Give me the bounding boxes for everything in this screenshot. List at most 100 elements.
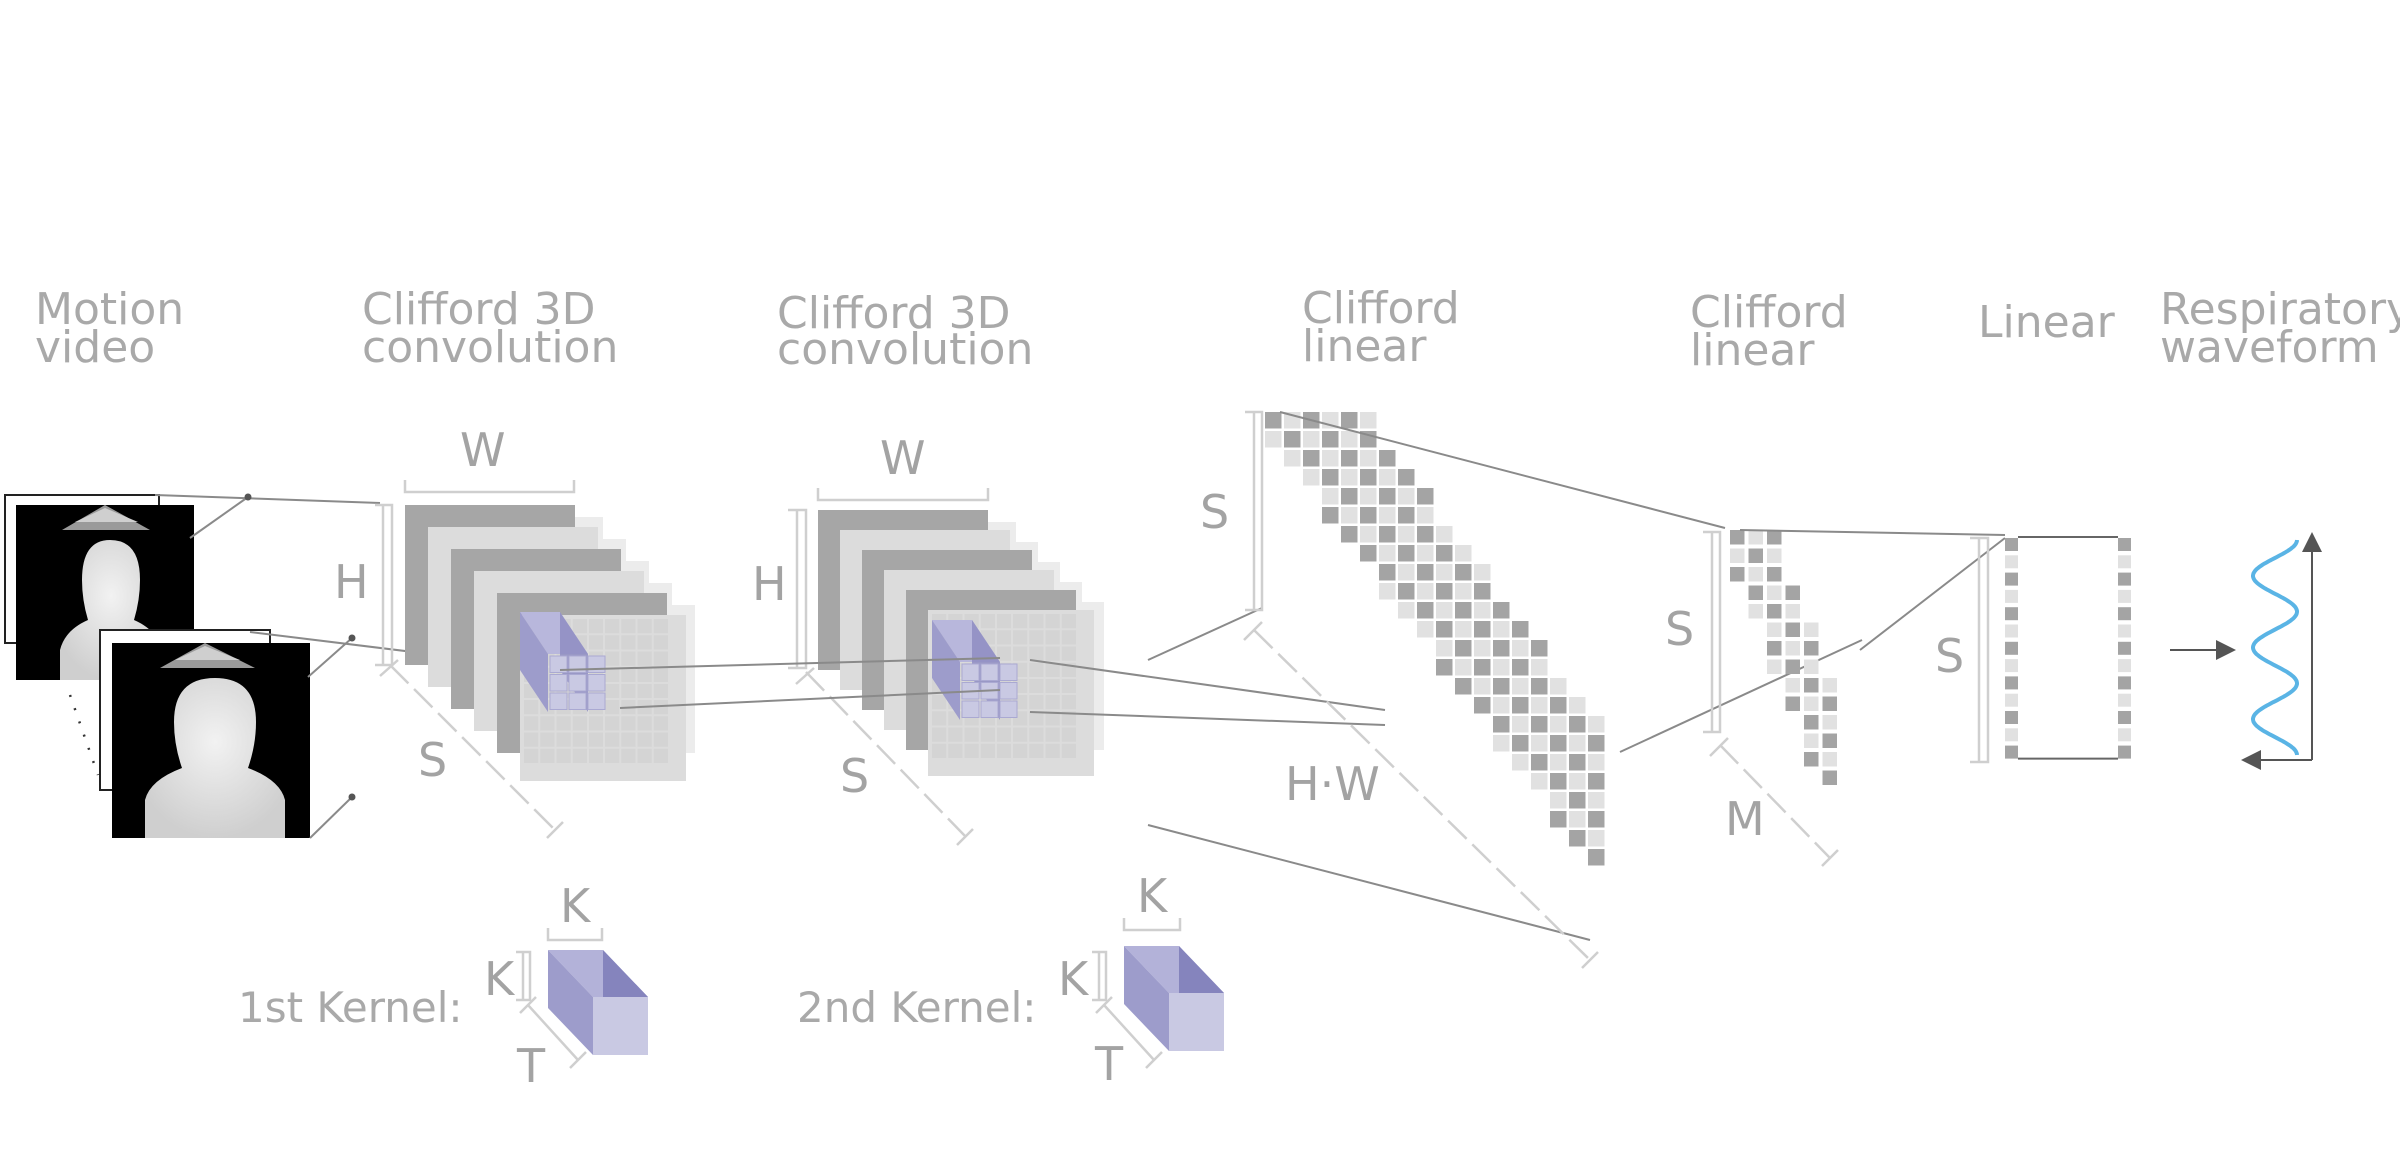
lin1-cell <box>1512 754 1529 771</box>
linear3-left-cell <box>2005 659 2018 673</box>
lin1-cell <box>1360 488 1377 505</box>
lin2-cell <box>1822 715 1837 730</box>
conv2-grid-cell <box>1029 695 1044 710</box>
kernel-2-label: 2nd Kernel: <box>797 983 1036 1032</box>
lin1-cell <box>1550 716 1567 733</box>
title-conv1: Clifford 3D convolution <box>362 284 618 373</box>
lin1-cell <box>1531 735 1548 752</box>
lin1-cell <box>1436 545 1453 562</box>
lin1-cell <box>1474 640 1491 657</box>
lin1-cell <box>1512 716 1529 733</box>
linear3-left-cell <box>2005 589 2018 603</box>
conv1-kernel-cell <box>568 674 587 692</box>
conv2-grid-cell <box>964 727 979 742</box>
title-linear2-line1: Clifford <box>1690 287 1848 338</box>
lin1-cell <box>1474 659 1491 676</box>
conv1-grid-cell <box>653 651 668 666</box>
kernel-2-t-bracket <box>1095 996 1163 1069</box>
conv1-grid-cell <box>653 716 668 731</box>
conv2-grid-cell <box>1045 662 1060 677</box>
conv1-grid-cell <box>637 667 652 682</box>
conv2-grid-cell <box>1013 614 1028 629</box>
conv1-grid-cell <box>572 619 587 634</box>
conv2-grid-cell <box>932 711 947 726</box>
lin1-cell <box>1531 678 1548 695</box>
lin1-cell <box>1569 697 1586 714</box>
connectors-linear1-to-linear2 <box>1279 411 1863 753</box>
lin1-cell <box>1303 431 1320 448</box>
conv2-grid-cell <box>996 614 1012 629</box>
lin1-cell <box>1531 659 1548 676</box>
conv2-h-bracket <box>788 508 808 670</box>
conv1-grid-cell <box>621 748 636 763</box>
linear1-s-label: S <box>1200 485 1229 539</box>
kernel-1-t-bracket <box>519 996 587 1069</box>
lin2-cell <box>1730 567 1745 582</box>
lin1-cell <box>1436 583 1453 600</box>
linear3-right-cell <box>2118 711 2131 724</box>
lin1-cell <box>1417 583 1434 600</box>
conv1-kernel-cell <box>549 655 568 673</box>
lin1-cell <box>1379 488 1396 505</box>
title-linear3: Linear <box>1978 297 2116 348</box>
lin1-cell <box>1512 735 1529 752</box>
lin1-cell <box>1512 640 1529 657</box>
lin1-cell <box>1588 735 1605 752</box>
linear3-left-cell <box>2005 607 2018 621</box>
conv2-grid-cell <box>1061 646 1076 661</box>
lin2-cell <box>1785 641 1800 656</box>
lin1-cell <box>1455 659 1472 676</box>
lin1-cell <box>1379 450 1396 467</box>
lin1-cell <box>1531 697 1548 714</box>
linear3-left-cell <box>2005 676 2018 690</box>
conv1-kernel-cell <box>587 692 606 710</box>
kernel2-front-face <box>1169 993 1224 1051</box>
lin1-cell <box>1417 564 1434 581</box>
lin1-cell <box>1588 811 1605 828</box>
lin1-cell <box>1379 545 1396 562</box>
lin1-cell <box>1360 469 1377 486</box>
linear2-dimensions: S M <box>1665 530 1839 867</box>
title-conv2-line2: convolution <box>777 324 1033 375</box>
conv2-grid-cell <box>1061 695 1076 710</box>
lin1-cell <box>1303 469 1320 486</box>
lin2-cell <box>1804 733 1819 748</box>
lin2-cell <box>1748 585 1763 600</box>
lin2-cell <box>1767 530 1782 545</box>
conv1-grid-cell <box>524 716 539 731</box>
lin1-cell <box>1417 621 1434 638</box>
kernel-1-k-side-bracket <box>516 950 532 1002</box>
conv1-grid-cell <box>605 619 620 634</box>
lin2-cell <box>1748 567 1763 582</box>
conv1-h-label: H <box>334 555 369 609</box>
lin1-cell <box>1493 678 1510 695</box>
conv1-grid-cell <box>621 716 636 731</box>
conv2-grid-cell <box>1061 630 1076 645</box>
lin1-cell <box>1512 659 1529 676</box>
conv1-grid-cell <box>653 667 668 682</box>
frame-stack-2 <box>112 643 310 838</box>
conv1-h-bracket <box>375 503 394 667</box>
lin1-cell <box>1550 754 1567 771</box>
linear2-s-bracket <box>1703 530 1722 734</box>
lin1-cell <box>1360 526 1377 543</box>
linear3-s-bracket <box>1970 536 1990 764</box>
lin1-cell <box>1379 507 1396 524</box>
kernel-2-k-top-label: K <box>1137 869 1169 923</box>
kernel-1-label: 1st Kernel: <box>238 983 463 1032</box>
conv2-dimensions: W H S <box>752 431 990 846</box>
kernel-1-k-top-label: K <box>560 879 592 933</box>
conv2-grid-cell <box>932 727 947 742</box>
conv2-grid-cell <box>1013 743 1028 758</box>
lin2-cell <box>1767 567 1782 582</box>
conv2-grid-cell <box>1029 727 1044 742</box>
lin1-cell <box>1493 640 1510 657</box>
lin1-cell <box>1398 469 1415 486</box>
lin2-cell <box>1730 530 1745 545</box>
conv1-kernel-cell <box>549 674 568 692</box>
linear3-right-cell <box>2118 728 2131 742</box>
lin1-cell <box>1322 507 1339 524</box>
lin2-cell <box>1748 604 1763 619</box>
lin1-cell <box>1550 811 1567 828</box>
conv2-grid-cell <box>1029 614 1044 629</box>
